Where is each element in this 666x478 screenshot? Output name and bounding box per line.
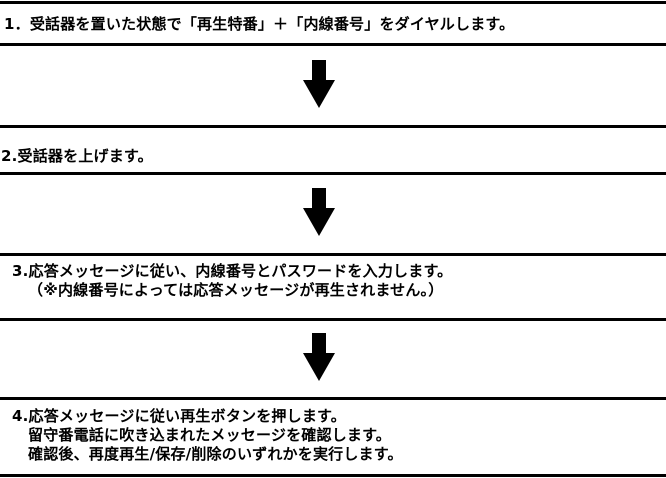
- arrow-1-shape: [303, 60, 335, 108]
- step-1-text: 1．受話器を置いた状態で「再生特番」＋「内線番号」をダイヤルします。: [4, 15, 514, 34]
- down-arrow-icon: [303, 333, 335, 381]
- step-4-box: 4.応答メッセージに従い再生ボタンを押します。 留守番電話に吹き込まれたメッセー…: [0, 397, 666, 477]
- step-1-line-1: 1．受話器を置いた状態で「再生特番」＋「内線番号」をダイヤルします。: [4, 15, 515, 33]
- step-4-text: 4.応答メッセージに従い再生ボタンを押します。 留守番電話に吹き込まれたメッセー…: [12, 407, 403, 464]
- step-3-line-1: 3.応答メッセージに従い、内線番号とパスワードを入力します。: [12, 262, 453, 280]
- step-2-box: 2.受話器を上げます。: [0, 125, 666, 175]
- step-3-text: 3.応答メッセージに従い、内線番号とパスワードを入力します。 （※内線番号によっ…: [12, 262, 452, 300]
- step-4-line-1: 4.応答メッセージに従い再生ボタンを押します。: [12, 407, 346, 425]
- arrow-2-shape: [303, 188, 335, 236]
- step-2-line-1: 2.受話器を上げます。: [1, 147, 153, 165]
- down-arrow-icon: [303, 60, 335, 108]
- step-2-text: 2.受話器を上げます。: [1, 147, 153, 166]
- step-3-box: 3.応答メッセージに従い、内線番号とパスワードを入力します。 （※内線番号によっ…: [0, 253, 666, 321]
- step-1-box: 1．受話器を置いた状態で「再生特番」＋「内線番号」をダイヤルします。: [0, 1, 666, 46]
- step-4-line-2: 留守番電話に吹き込まれたメッセージを確認します。: [28, 426, 392, 444]
- down-arrow-icon: [303, 188, 335, 236]
- step-4-line-3: 確認後、再度再生/保存/削除のいずれかを実行します。: [28, 445, 403, 463]
- arrow-3-shape: [303, 333, 335, 381]
- step-3-line-2: （※内線番号によっては応答メッセージが再生されません。）: [28, 281, 444, 299]
